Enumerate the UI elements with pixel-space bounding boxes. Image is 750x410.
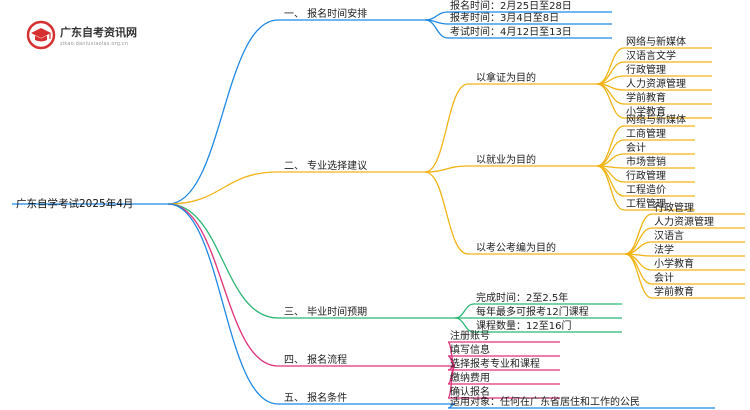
branch-connector (167, 171, 279, 205)
group-label: 以考公考编为目的 (476, 243, 556, 254)
leaf-label: 汉语言文学 (626, 51, 676, 62)
leaf-label: 确认报名 (450, 387, 490, 398)
leaf-connector (454, 303, 475, 319)
graduation-cap-icon (26, 20, 56, 50)
group-connector (424, 165, 469, 173)
leaf-label: 适用对象：任何在广东省居住和工作的公民 (450, 397, 640, 408)
leaf-label: 人力资源管理 (626, 79, 686, 90)
leaf-label: 学前教育 (626, 93, 666, 104)
leaf-label: 完成时间：2至2.5年 (476, 293, 569, 304)
branch-connector (167, 203, 279, 319)
leaf-label: 课程数量：12至16门 (476, 321, 572, 332)
leaf-label: 法学 (654, 245, 674, 256)
leaf-connector (424, 11, 449, 21)
leaf-label: 市场营销 (626, 157, 666, 168)
leaf-label: 会计 (626, 143, 646, 154)
leaf-connector (624, 253, 653, 299)
leaf-label: 缴纳费用 (450, 373, 490, 384)
site-logo: 广东自考资讯网 zikao.danluxiaolas.org.cn (26, 20, 144, 54)
leaf-connector (596, 83, 625, 119)
branch-connector (167, 203, 279, 405)
leaf-connector (447, 365, 456, 399)
branch-label: 一、 报名时间安排 (284, 9, 368, 20)
leaf-label: 工程造价 (626, 185, 666, 196)
group-connector (424, 83, 469, 173)
leaf-connector (596, 47, 625, 85)
leaf-label: 每年最多可报考12门课程 (476, 307, 589, 318)
leaf-label: 注册账号 (450, 331, 490, 342)
group-label: 以就业为目的 (476, 155, 536, 166)
leaf-label: 小学教育 (654, 259, 694, 270)
leaf-label: 工商管理 (626, 129, 666, 140)
branch-connector (167, 203, 279, 367)
leaf-label: 会计 (654, 273, 674, 284)
leaf-label: 人力资源管理 (654, 217, 714, 228)
leaf-connector (596, 139, 625, 167)
logo-site-url: zikao.danluxiaolas.org.cn (60, 41, 129, 47)
leaf-label: 工程管理 (626, 199, 666, 210)
branch-label: 四、 报名流程 (284, 355, 348, 366)
group-connector (424, 171, 469, 255)
leaf-connector (424, 19, 449, 39)
branch-label: 三、 毕业时间预期 (284, 307, 368, 318)
leaf-label: 学前教育 (654, 287, 694, 298)
branch-label: 五、 报名条件 (284, 393, 348, 404)
leaf-label: 选择报考专业和课程 (450, 359, 540, 370)
leaf-label: 填写信息 (450, 345, 490, 356)
leaf-label: 小学教育 (626, 107, 666, 118)
leaf-label: 考试时间：4月12日至13日 (450, 27, 572, 38)
group-label: 以拿证为目的 (476, 73, 536, 84)
leaf-connector (454, 317, 475, 333)
branch-connector (167, 19, 279, 205)
leaf-label: 报考时间：3月4日至8日 (450, 13, 560, 24)
leaf-connector (624, 227, 653, 255)
leaf-label: 行政管理 (626, 65, 666, 76)
leaf-label: 汉语言 (654, 231, 684, 242)
leaf-label: 网络与新媒体 (626, 115, 686, 126)
leaf-label: 报名时间：2月25日至28日 (450, 1, 572, 12)
root-topic: 广东自学考试2025年4月 (16, 198, 134, 210)
leaf-connector (596, 165, 625, 211)
logo-site-name: 广东自考资讯网 (60, 26, 137, 39)
leaf-label: 行政管理 (654, 203, 694, 214)
branch-label: 二、 专业选择建议 (284, 161, 368, 172)
leaf-label: 行政管理 (626, 171, 666, 182)
leaf-label: 网络与新媒体 (626, 37, 686, 48)
